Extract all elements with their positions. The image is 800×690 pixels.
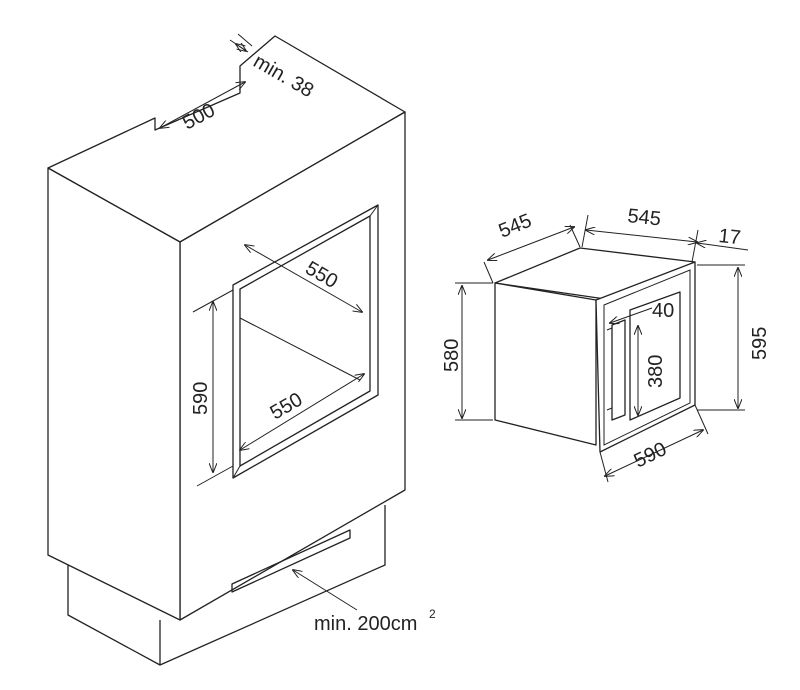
dim-front-width-590-label: 590	[631, 438, 671, 472]
dim-total-height-595: 595	[697, 264, 771, 411]
dim-appliance-depth-545-top: 545	[581, 205, 699, 263]
dim-handle-offset-40-label: 40	[652, 300, 674, 322]
dim-door-thickness-17-label: 17	[717, 225, 741, 249]
vent-slot	[231, 529, 351, 593]
dim-body-height-580-label: 580	[441, 339, 463, 372]
appliance-body	[494, 247, 696, 453]
dim-handle-length-380: 380	[638, 326, 667, 415]
dim-opening-height-590: 590	[190, 289, 234, 487]
dim-vent-area: min. 200cm 2	[293, 570, 436, 635]
dim-handle-length-380-label: 380	[645, 355, 667, 388]
dim-total-height-595-label: 595	[749, 327, 771, 360]
cabinet-niche	[47, 33, 406, 666]
dim-vent-area-sup: 2	[429, 607, 436, 621]
cabinet-plinth	[67, 505, 386, 666]
dim-door-thickness-17: 17	[697, 225, 749, 251]
appliance-handle	[611, 319, 626, 421]
dim-appliance-depth-545-top-label: 545	[626, 205, 661, 230]
dim-handle-offset-40: 40	[610, 300, 674, 323]
appliance-glass	[629, 291, 681, 421]
cabinet-side-face	[47, 167, 181, 621]
dim-opening-height-590-label: 590	[190, 382, 212, 415]
dim-vent-area-label: min. 200cm	[314, 613, 417, 635]
dim-appliance-depth-545-left-label: 545	[496, 210, 535, 243]
dim-body-height-580: 580	[441, 282, 493, 421]
